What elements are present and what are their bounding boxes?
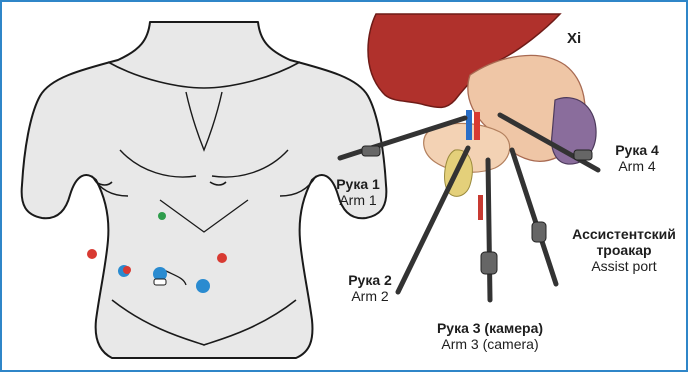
label-arm4: Рука 4 Arm 4 (602, 142, 672, 174)
assist-joint (532, 222, 546, 242)
label-arm3: Рука 3 (камера) Arm 3 (camera) (420, 320, 560, 352)
label-assist-en: Assist port (564, 258, 684, 274)
port-dot-red-left (87, 249, 97, 259)
label-arm4-en: Arm 4 (602, 158, 672, 174)
label-arm2-en: Arm 2 (330, 288, 410, 304)
assist-shaft (512, 150, 556, 284)
vessel-red-lower (478, 195, 483, 220)
arm2-shaft (398, 148, 468, 292)
vessel-blue (466, 110, 472, 140)
arm4-joint (574, 150, 592, 160)
vessel-red (474, 112, 480, 140)
label-arm2: Рука 2 Arm 2 (330, 272, 410, 304)
label-arm2-ru: Рука 2 (330, 272, 410, 288)
port-dot-green (158, 212, 166, 220)
port-marker-camera (154, 279, 166, 285)
label-arm1-ru: Рука 1 (318, 176, 398, 192)
port-dot-blue-right (196, 279, 210, 293)
label-arm1-en: Arm 1 (318, 192, 398, 208)
arm1-joint (362, 146, 380, 156)
port-dot-red-pair (123, 266, 131, 274)
label-arm3-ru: Рука 3 (камера) (420, 320, 560, 336)
port-dot-red-right (217, 253, 227, 263)
label-assist-ru1: Ассистентский (564, 226, 684, 242)
label-arm3-en: Arm 3 (camera) (420, 336, 560, 352)
label-arm1: Рука 1 Arm 1 (318, 176, 398, 208)
label-assist: Ассистентский троакар Assist port (564, 226, 684, 274)
label-assist-ru2: троакар (564, 242, 684, 258)
organ-illustration (368, 14, 596, 220)
label-arm4-ru: Рука 4 (602, 142, 672, 158)
arm3-joint (481, 252, 497, 274)
arm3-shaft (488, 160, 490, 300)
xi-label: Xi (567, 30, 581, 47)
